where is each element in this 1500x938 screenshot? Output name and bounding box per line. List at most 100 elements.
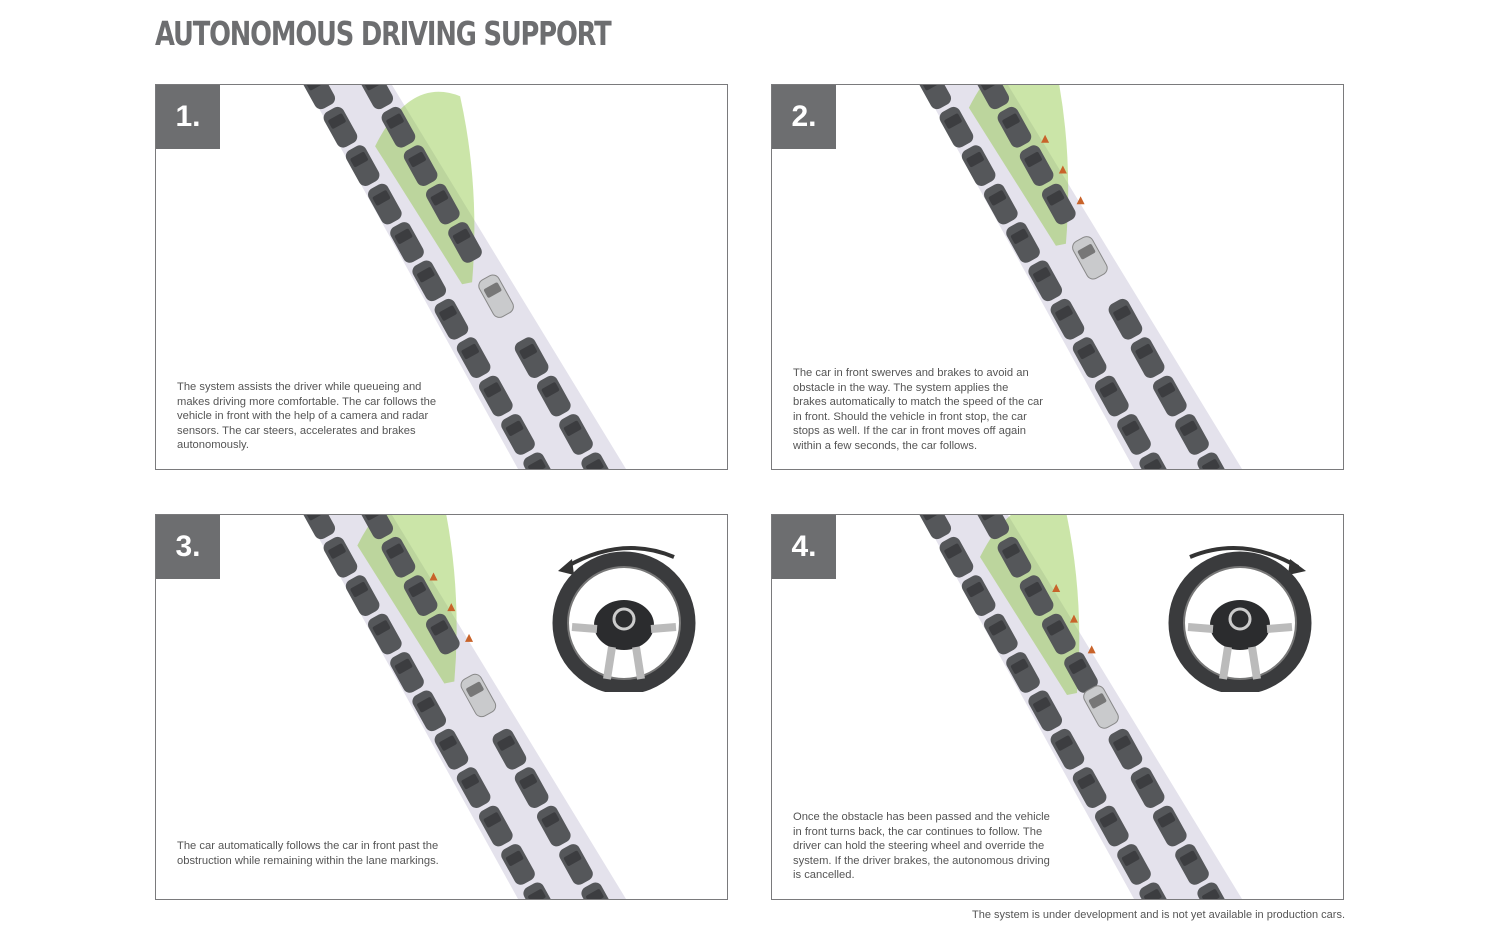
car: [448, 222, 482, 263]
car: [997, 536, 1032, 578]
car: [1197, 452, 1232, 469]
car: [939, 536, 974, 578]
car: [1197, 882, 1232, 899]
car: [434, 728, 469, 770]
car: [1117, 844, 1151, 885]
car: [1028, 260, 1063, 302]
step-description: The car in front swerves and brakes to a…: [793, 367, 1043, 452]
car: [1139, 882, 1174, 899]
car: [559, 844, 593, 885]
car: [323, 536, 358, 578]
car: [1072, 767, 1107, 808]
car: [1153, 805, 1187, 847]
car: [301, 85, 336, 110]
traffic-cone: [1087, 645, 1096, 654]
car: [961, 575, 996, 616]
car: [984, 183, 1018, 225]
car: [390, 652, 424, 693]
road: [306, 85, 626, 469]
car: [514, 767, 549, 808]
car: [1108, 728, 1143, 770]
sensor-field: [357, 515, 457, 684]
car: [412, 260, 447, 302]
step-description: Once the obstacle has been passed and th…: [793, 811, 1050, 882]
car: [492, 728, 527, 770]
traffic-cone: [1076, 196, 1085, 205]
car: [1139, 452, 1174, 469]
ego-car: [1072, 236, 1108, 280]
traffic-cone: [1052, 583, 1061, 592]
car: [1175, 414, 1209, 455]
car: [1175, 844, 1209, 885]
car: [1130, 337, 1165, 378]
sensor-field: [968, 85, 1069, 246]
car: [1019, 575, 1054, 616]
car: [359, 515, 394, 540]
clockwise-arrow-icon: [1288, 559, 1306, 575]
panel-1: 1. The system assists the driver while q…: [155, 84, 728, 470]
car: [501, 414, 535, 455]
step-number-badge: 2.: [772, 85, 836, 149]
panel-2: 2. The car in front swerves and brakes t…: [771, 84, 1344, 470]
car: [501, 844, 535, 885]
ego-car: [460, 673, 497, 718]
car: [514, 337, 549, 378]
step-number-badge: 4.: [772, 515, 836, 579]
counterclockwise-arrow-icon: [558, 559, 574, 575]
car: [412, 690, 447, 732]
road: [306, 515, 626, 899]
car: [984, 613, 1018, 655]
car: [301, 515, 336, 540]
step-description: The car automatically follows the car in…: [177, 840, 439, 867]
car: [523, 452, 558, 469]
ego-car: [1083, 685, 1119, 729]
traffic-cone: [1069, 614, 1078, 623]
car: [456, 767, 491, 808]
traffic-scene: [301, 515, 626, 899]
car: [1108, 298, 1143, 340]
car: [403, 145, 438, 186]
car: [581, 882, 616, 899]
car: [1095, 375, 1129, 417]
car: [523, 882, 558, 899]
car: [381, 536, 416, 578]
car: [1130, 767, 1165, 808]
car: [1153, 375, 1187, 417]
car: [456, 337, 491, 378]
car: [1117, 414, 1151, 455]
car: [537, 375, 571, 417]
car: [975, 85, 1010, 110]
panel-3: 3. The car automatically follows the car…: [155, 514, 728, 900]
car: [537, 805, 571, 847]
car: [434, 298, 469, 340]
car: [1006, 652, 1040, 693]
car: [1050, 298, 1085, 340]
car: [917, 85, 952, 110]
car: [368, 613, 402, 655]
traffic-cone: [1041, 134, 1050, 143]
steering-wheel-icon: [1168, 546, 1312, 692]
car: [345, 575, 380, 616]
car: [1042, 613, 1076, 655]
car: [581, 452, 616, 469]
traffic-scene: [301, 85, 626, 469]
car: [975, 515, 1010, 540]
car: [426, 613, 460, 655]
footnote: The system is under development and is n…: [972, 909, 1345, 921]
car: [1006, 222, 1040, 263]
car: [345, 145, 380, 186]
traffic-cone: [429, 572, 438, 581]
car: [917, 515, 952, 540]
traffic-cone: [1058, 165, 1067, 174]
car: [1019, 145, 1054, 186]
car: [1072, 337, 1107, 378]
car: [390, 222, 424, 263]
car: [323, 106, 358, 148]
steering-wheel-icon: [552, 546, 696, 692]
traffic-scene: [917, 515, 1242, 899]
car: [381, 106, 416, 148]
car: [939, 106, 974, 148]
panel-4: 4. Once the obstacle has been passed and…: [771, 514, 1344, 900]
traffic-cone: [447, 603, 456, 612]
ego-car: [478, 274, 514, 318]
